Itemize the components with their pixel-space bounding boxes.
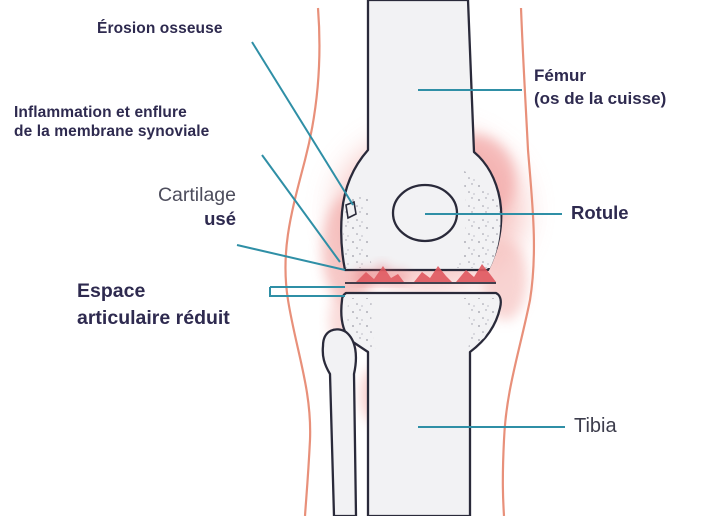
label-espace-line2: articulaire réduit (77, 305, 230, 332)
leader-erosion (252, 42, 353, 205)
label-rotule: Rotule (571, 202, 629, 225)
label-cartilage-use: Cartilage usé (108, 184, 236, 230)
fibula-bone (323, 329, 356, 516)
label-espace-articulaire: Espace articulaire réduit (77, 278, 230, 333)
label-inflammation: Inflammation et enflure de la membrane s… (14, 104, 209, 142)
label-femur-line1: Fémur (534, 65, 666, 88)
label-inflammation-line1: Inflammation et enflure (14, 104, 209, 123)
label-inflammation-line2: de la membrane synoviale (14, 123, 209, 142)
label-tibia: Tibia (574, 414, 617, 438)
label-cartilage-line2: usé (108, 208, 236, 231)
label-cartilage-line1: Cartilage (108, 184, 236, 208)
label-femur: Fémur (os de la cuisse) (534, 65, 666, 111)
label-erosion-osseuse: Érosion osseuse (97, 20, 223, 39)
label-espace-line1: Espace (77, 278, 230, 305)
label-femur-line2: (os de la cuisse) (534, 88, 666, 111)
